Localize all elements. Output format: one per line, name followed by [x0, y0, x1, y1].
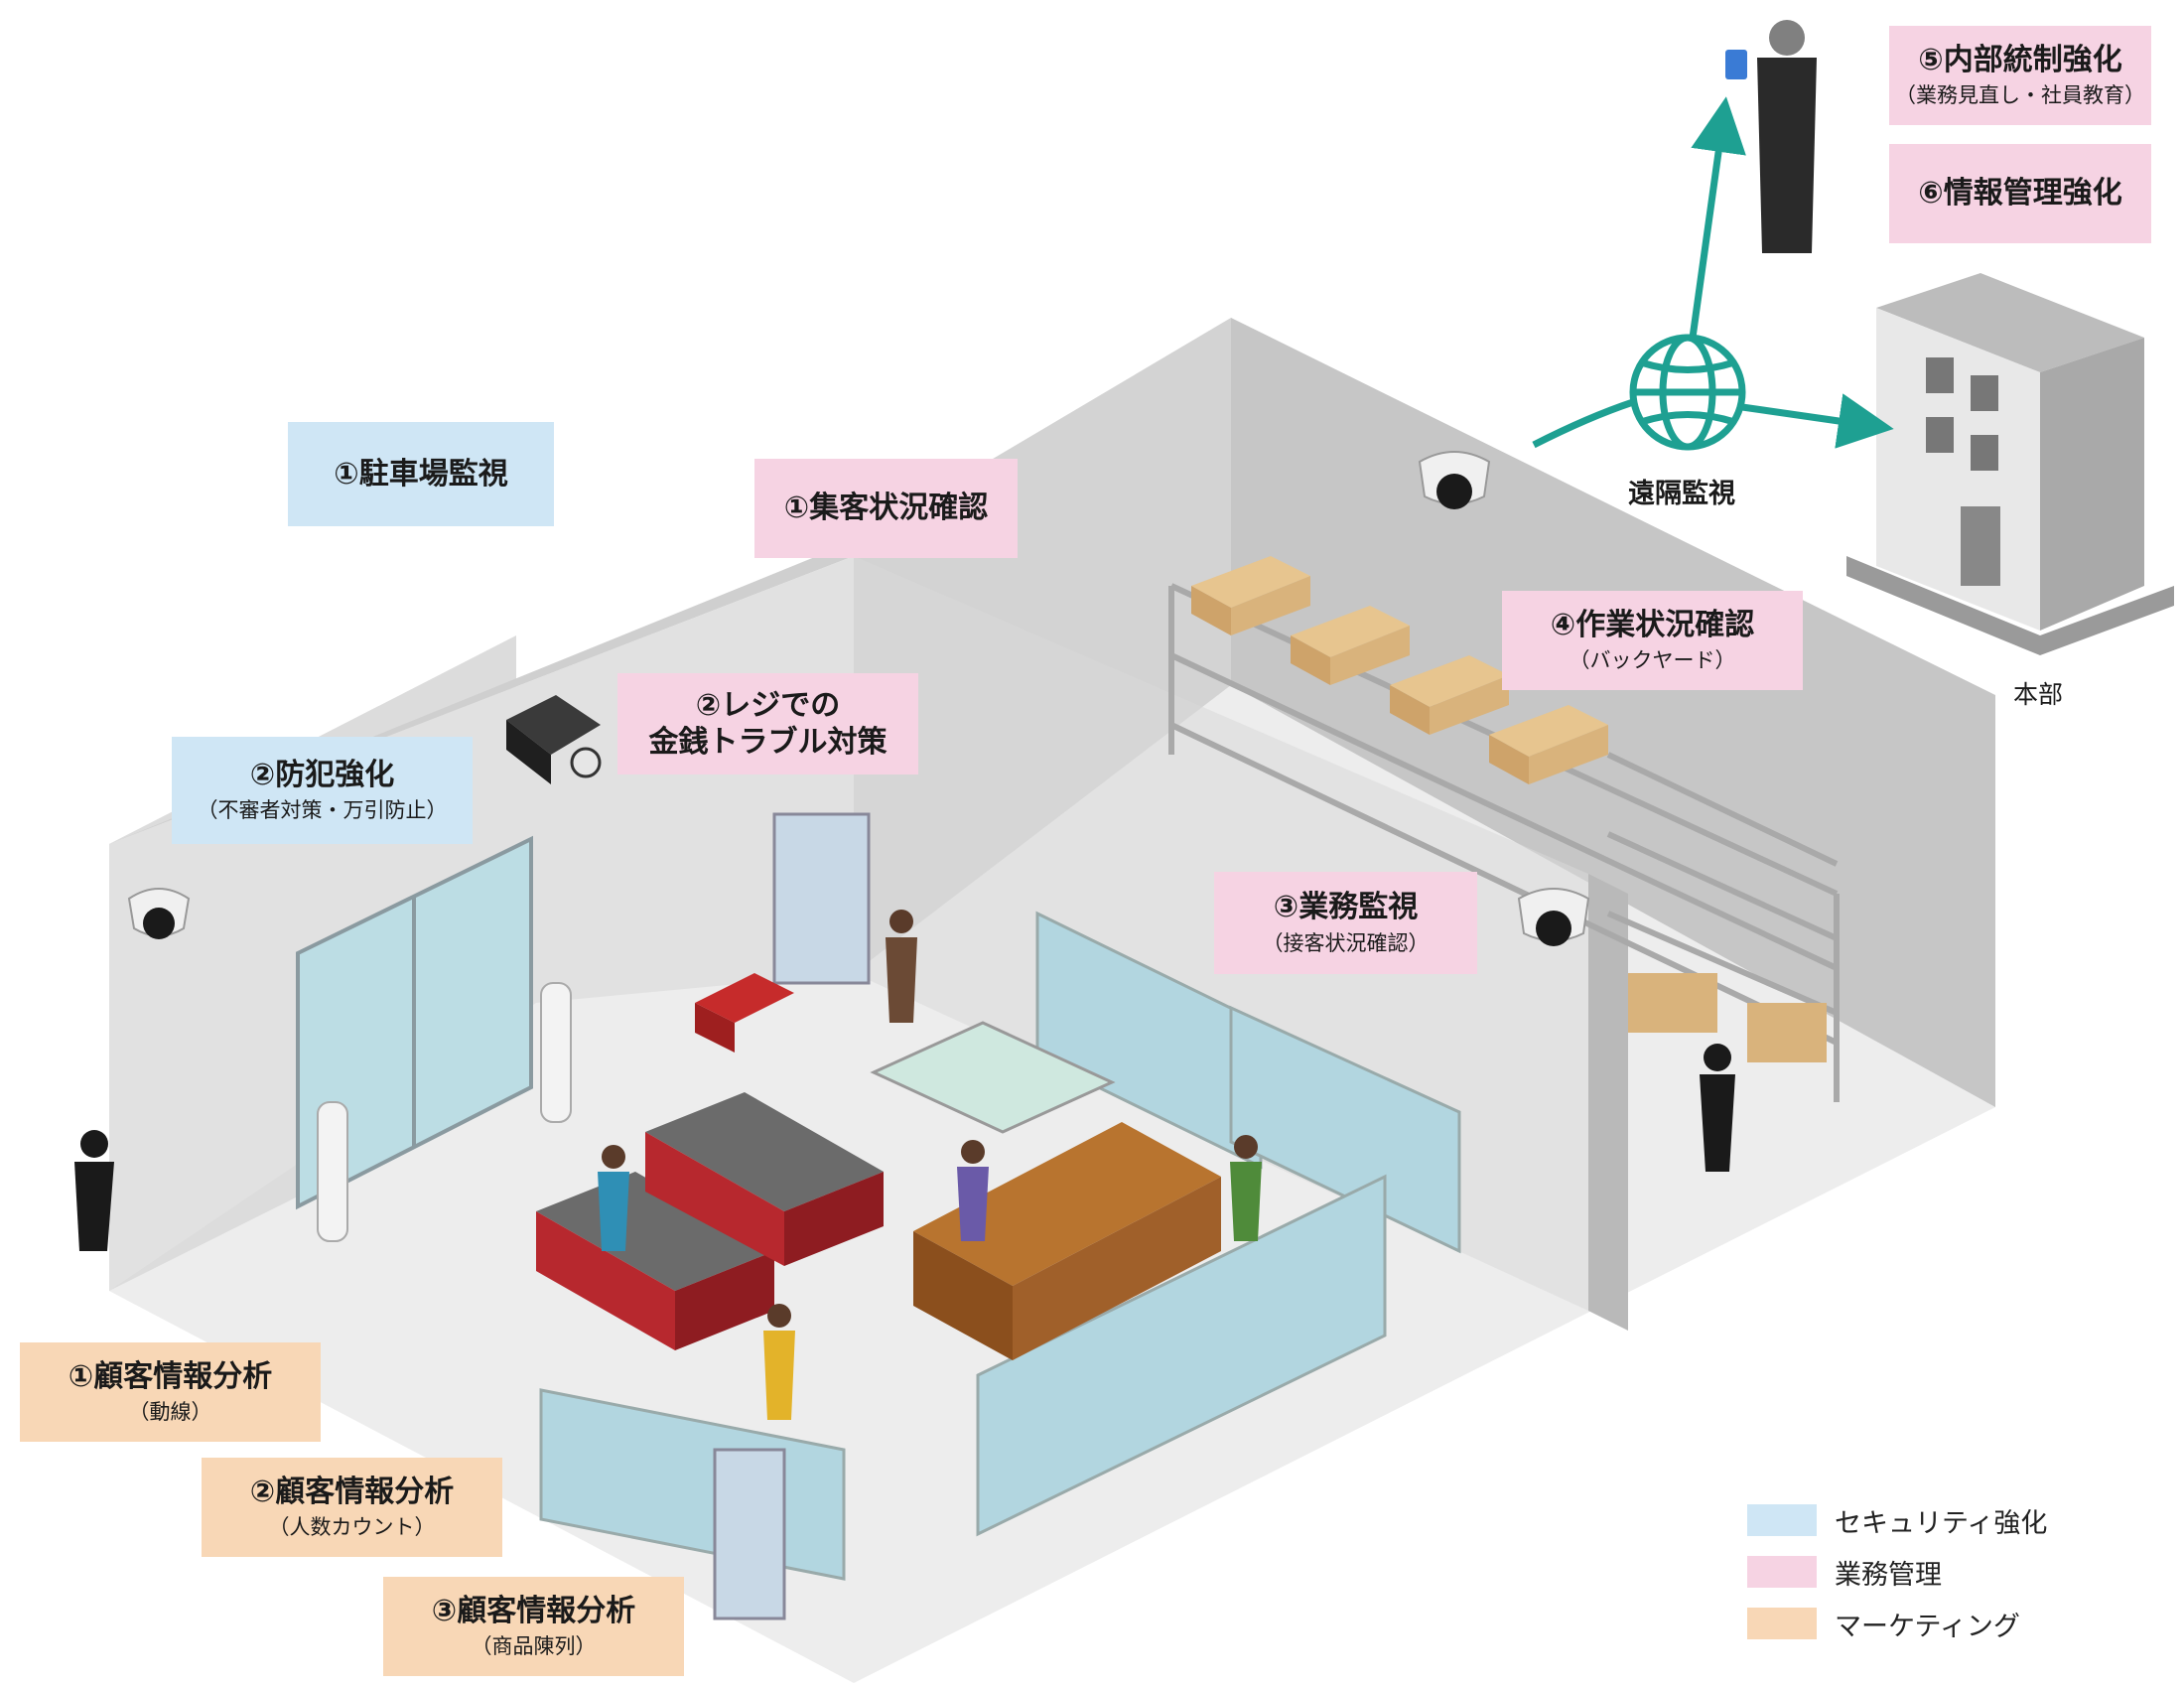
back-right-wall	[1231, 318, 1995, 1107]
label-register-trouble: ②レジでの 金銭トラブル対策	[617, 673, 918, 774]
legend-item-security: セキュリティ強化	[1747, 1494, 2047, 1546]
label-info-management: ⑥情報管理強化	[1889, 144, 2151, 243]
dome-camera	[127, 888, 191, 939]
partition-wall	[1588, 874, 1628, 1331]
label-sub: （商品陳列）	[471, 1634, 597, 1659]
remote-arrows	[1532, 96, 1894, 449]
label-sub: （不審者対策・万引防止）	[197, 798, 448, 823]
label-main: ⑥情報管理強化	[1918, 176, 2122, 211]
shopping-baskets	[695, 973, 794, 1053]
label-main: ①顧客情報分析	[68, 1358, 273, 1394]
label-internal-control: ⑤内部統制強化 （業務見直し・社員教育）	[1889, 26, 2151, 125]
checkout-counters	[536, 1092, 884, 1350]
label-parking-monitoring: ①駐車場監視	[288, 422, 554, 526]
security-gate	[317, 1101, 348, 1242]
label-customer-count: ②顧客情報分析 （人数カウント）	[202, 1458, 502, 1557]
legend-item-operations: 業務管理	[1747, 1546, 2047, 1598]
label-main: ③業務監視	[1273, 890, 1419, 925]
freezer	[870, 1021, 1116, 1134]
dome-camera	[1418, 451, 1491, 509]
label-sub: （業務見直し・社員教育）	[1895, 83, 2145, 108]
label-sub: （動線）	[128, 1400, 212, 1425]
legend-swatch	[1747, 1504, 1817, 1536]
legend: セキュリティ強化 業務管理 マーケティング	[1747, 1494, 2047, 1649]
label-main: ②レジでの	[695, 687, 841, 723]
headquarters-building	[1846, 273, 2174, 655]
label-main-line2: 金銭トラブル対策	[648, 725, 887, 760]
legend-label: マーケティング	[1835, 1611, 2020, 1642]
security-gate	[540, 982, 572, 1123]
dome-camera	[1517, 888, 1590, 946]
legend-label: 業務管理	[1835, 1559, 1942, 1591]
box-camera	[506, 695, 602, 784]
label-main: ③顧客情報分析	[431, 1593, 636, 1628]
label-main: ②防犯強化	[249, 757, 395, 792]
label-product-display: ③顧客情報分析 （商品陳列）	[383, 1577, 684, 1676]
label-main: ①駐車場監視	[334, 456, 508, 492]
label-main: ①集客状況確認	[783, 491, 989, 526]
label-main: ⑤内部統制強化	[1918, 42, 2122, 77]
cardboard-boxes	[1191, 556, 1827, 1062]
label-main: ④作業状況確認	[1550, 607, 1755, 642]
globe-icon	[1629, 334, 1746, 451]
label-customer-flow: ①顧客情報分析 （動線）	[20, 1342, 321, 1442]
legend-swatch	[1747, 1608, 1817, 1639]
label-sub: （人数カウント）	[268, 1515, 436, 1540]
display-shelves	[539, 812, 1461, 1620]
legend-label: セキュリティ強化	[1835, 1507, 2048, 1539]
produce-table	[913, 1122, 1221, 1360]
people	[74, 20, 1817, 1420]
headquarters-caption: 本部	[2013, 680, 2064, 709]
label-sub: （バックヤード）	[1569, 648, 1736, 673]
legend-item-marketing: マーケティング	[1747, 1598, 2047, 1649]
label-crime-prevention: ②防犯強化 （不審者対策・万引防止）	[172, 737, 473, 844]
label-service-monitoring: ③業務監視 （接客状況確認）	[1214, 872, 1477, 974]
label-visitor-check: ①集客状況確認	[754, 459, 1018, 558]
label-main: ②顧客情報分析	[249, 1474, 455, 1509]
label-sub: （接客状況確認）	[1262, 930, 1430, 955]
legend-swatch	[1747, 1556, 1817, 1588]
remote-monitoring-caption: 遠隔監視	[1628, 479, 1735, 509]
label-work-status: ④作業状況確認 （バックヤード）	[1502, 591, 1803, 690]
